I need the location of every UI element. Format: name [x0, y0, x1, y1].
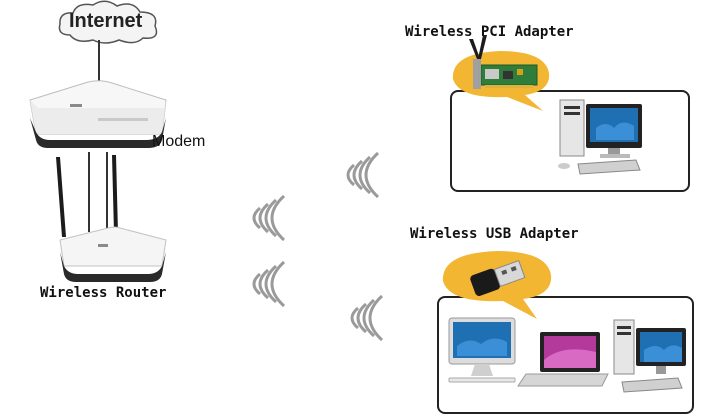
pci-desktop-computer [558, 99, 642, 175]
modem-device [29, 80, 167, 148]
router-antennas [56, 155, 118, 237]
usb-desktop-computer [613, 319, 686, 393]
pci-adapter-bubble [452, 35, 550, 111]
internet-label: Internet [69, 10, 143, 32]
router-label: Wireless Router [40, 285, 167, 301]
wifi-wave-router-lower [252, 260, 286, 308]
usb-adapter-bubble [442, 251, 552, 319]
modem-router-cable-1 [88, 152, 90, 232]
wifi-wave-usb [350, 294, 384, 342]
router-device [59, 226, 167, 282]
usb-adapter-label: Wireless USB Adapter [410, 226, 579, 242]
cloud-modem-cable [98, 40, 100, 85]
wifi-wave-router-upper [252, 194, 286, 242]
modem-router-cable-2 [106, 152, 108, 232]
pci-adapter-label: Wireless PCI Adapter [405, 24, 574, 40]
laptop-computer [517, 332, 609, 387]
wifi-wave-pci [346, 151, 380, 199]
internet-cloud [58, 0, 158, 44]
modem-label: Modem [152, 133, 206, 150]
imac-computer [448, 317, 516, 383]
